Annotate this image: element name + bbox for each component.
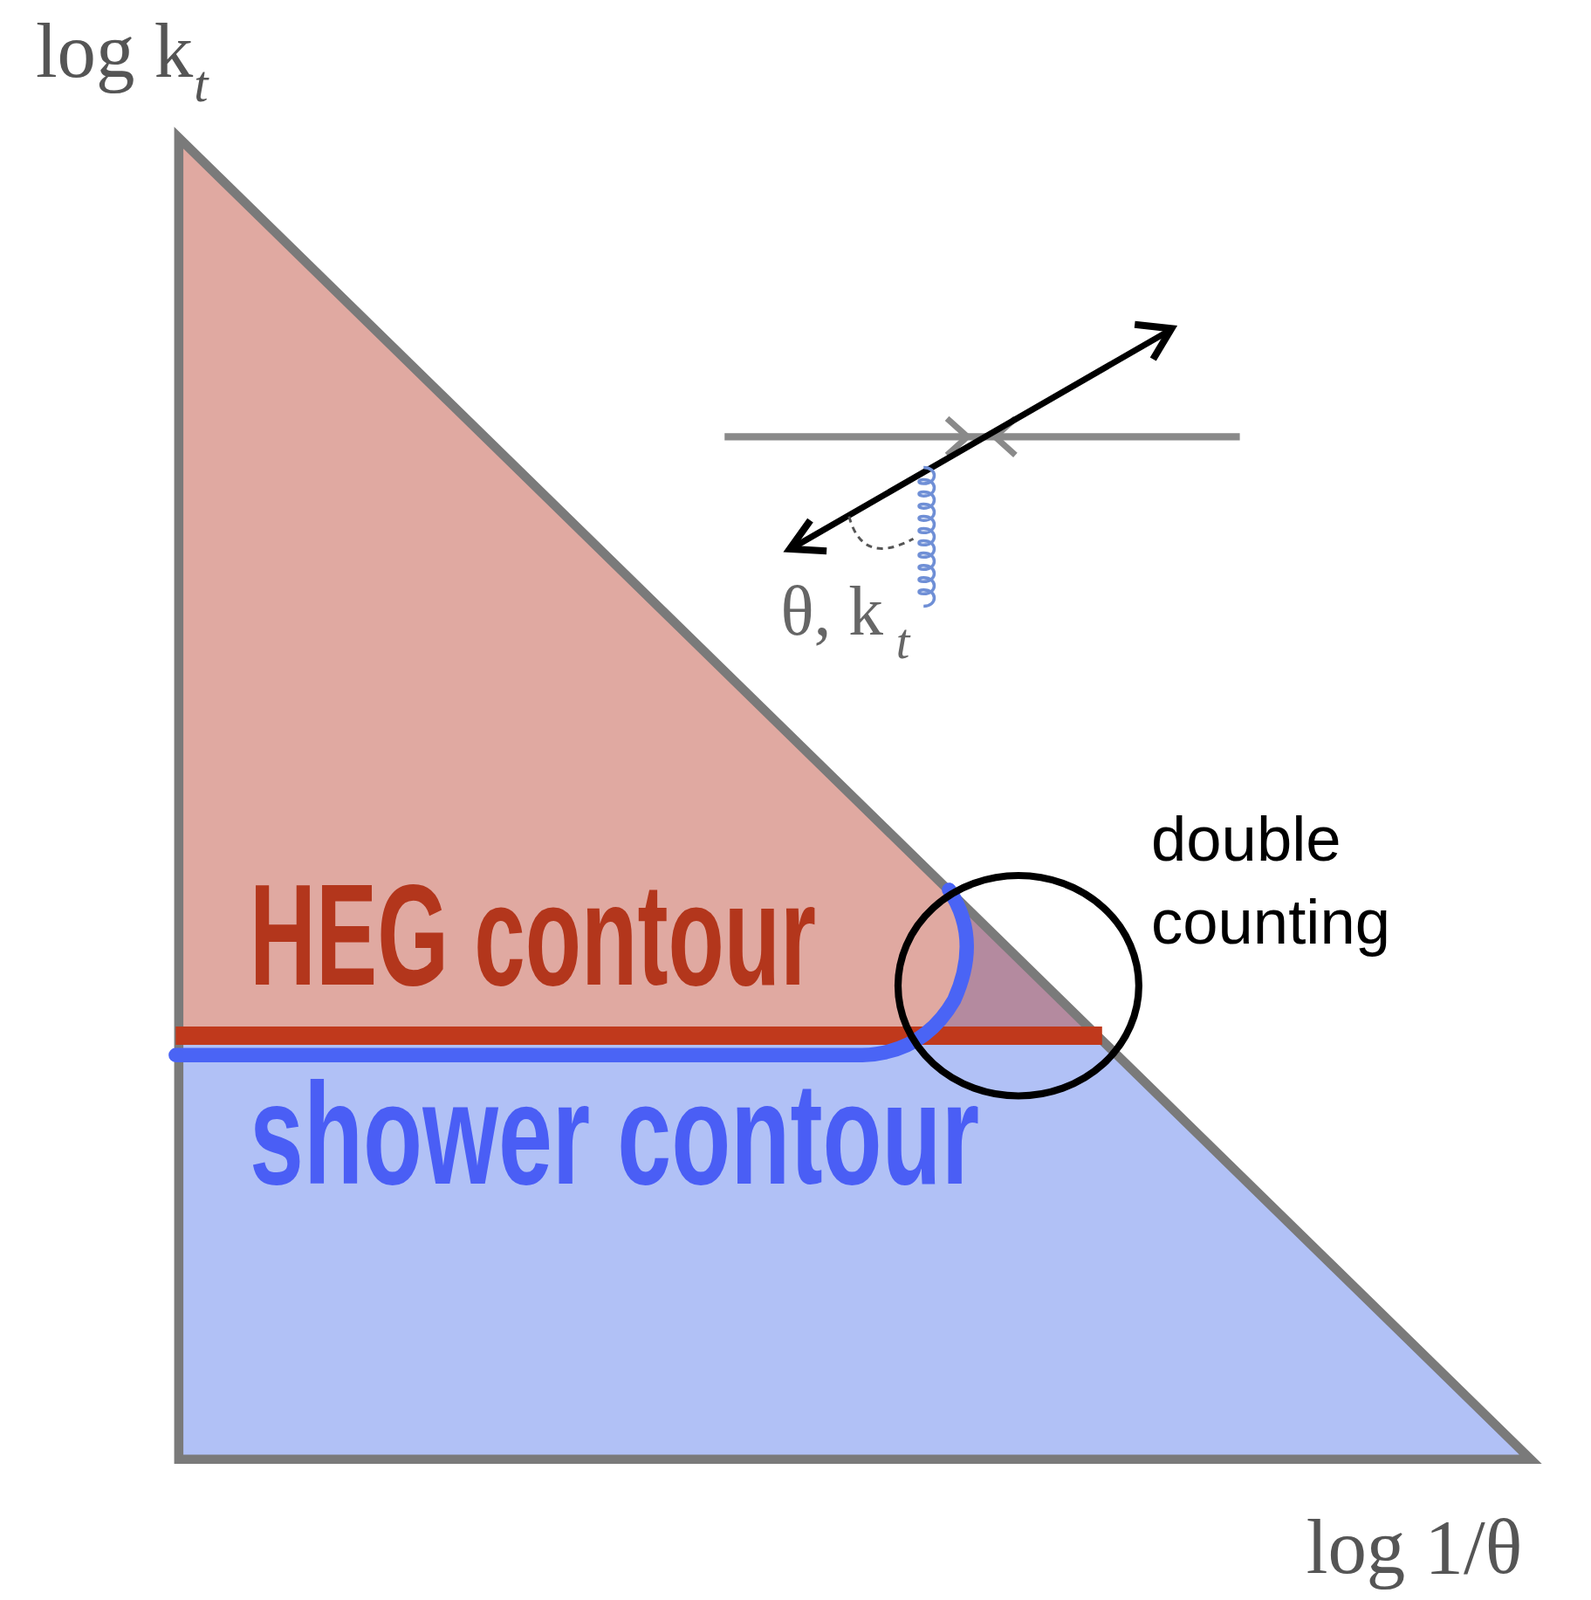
region-label: HEG contour [249, 862, 817, 1008]
axis-label: log k [35, 12, 193, 90]
axis-subscript: t [193, 59, 208, 110]
angle-arc [849, 516, 914, 549]
triangle-outline [178, 137, 1531, 1460]
arrow-head [1134, 324, 1172, 360]
emission-subscript: t [896, 617, 911, 666]
emission-label: θ, k [781, 576, 885, 647]
arrow-head [789, 520, 827, 551]
callout-note: double counting [1151, 797, 1458, 963]
region-label: shower contour [249, 1061, 980, 1207]
gluon-coil [918, 466, 935, 606]
dipole-arrow [794, 330, 1170, 548]
shower-region [178, 1035, 1531, 1460]
axis-label: log 1/θ [1306, 1508, 1523, 1586]
heg-contour-line [175, 1026, 1102, 1045]
